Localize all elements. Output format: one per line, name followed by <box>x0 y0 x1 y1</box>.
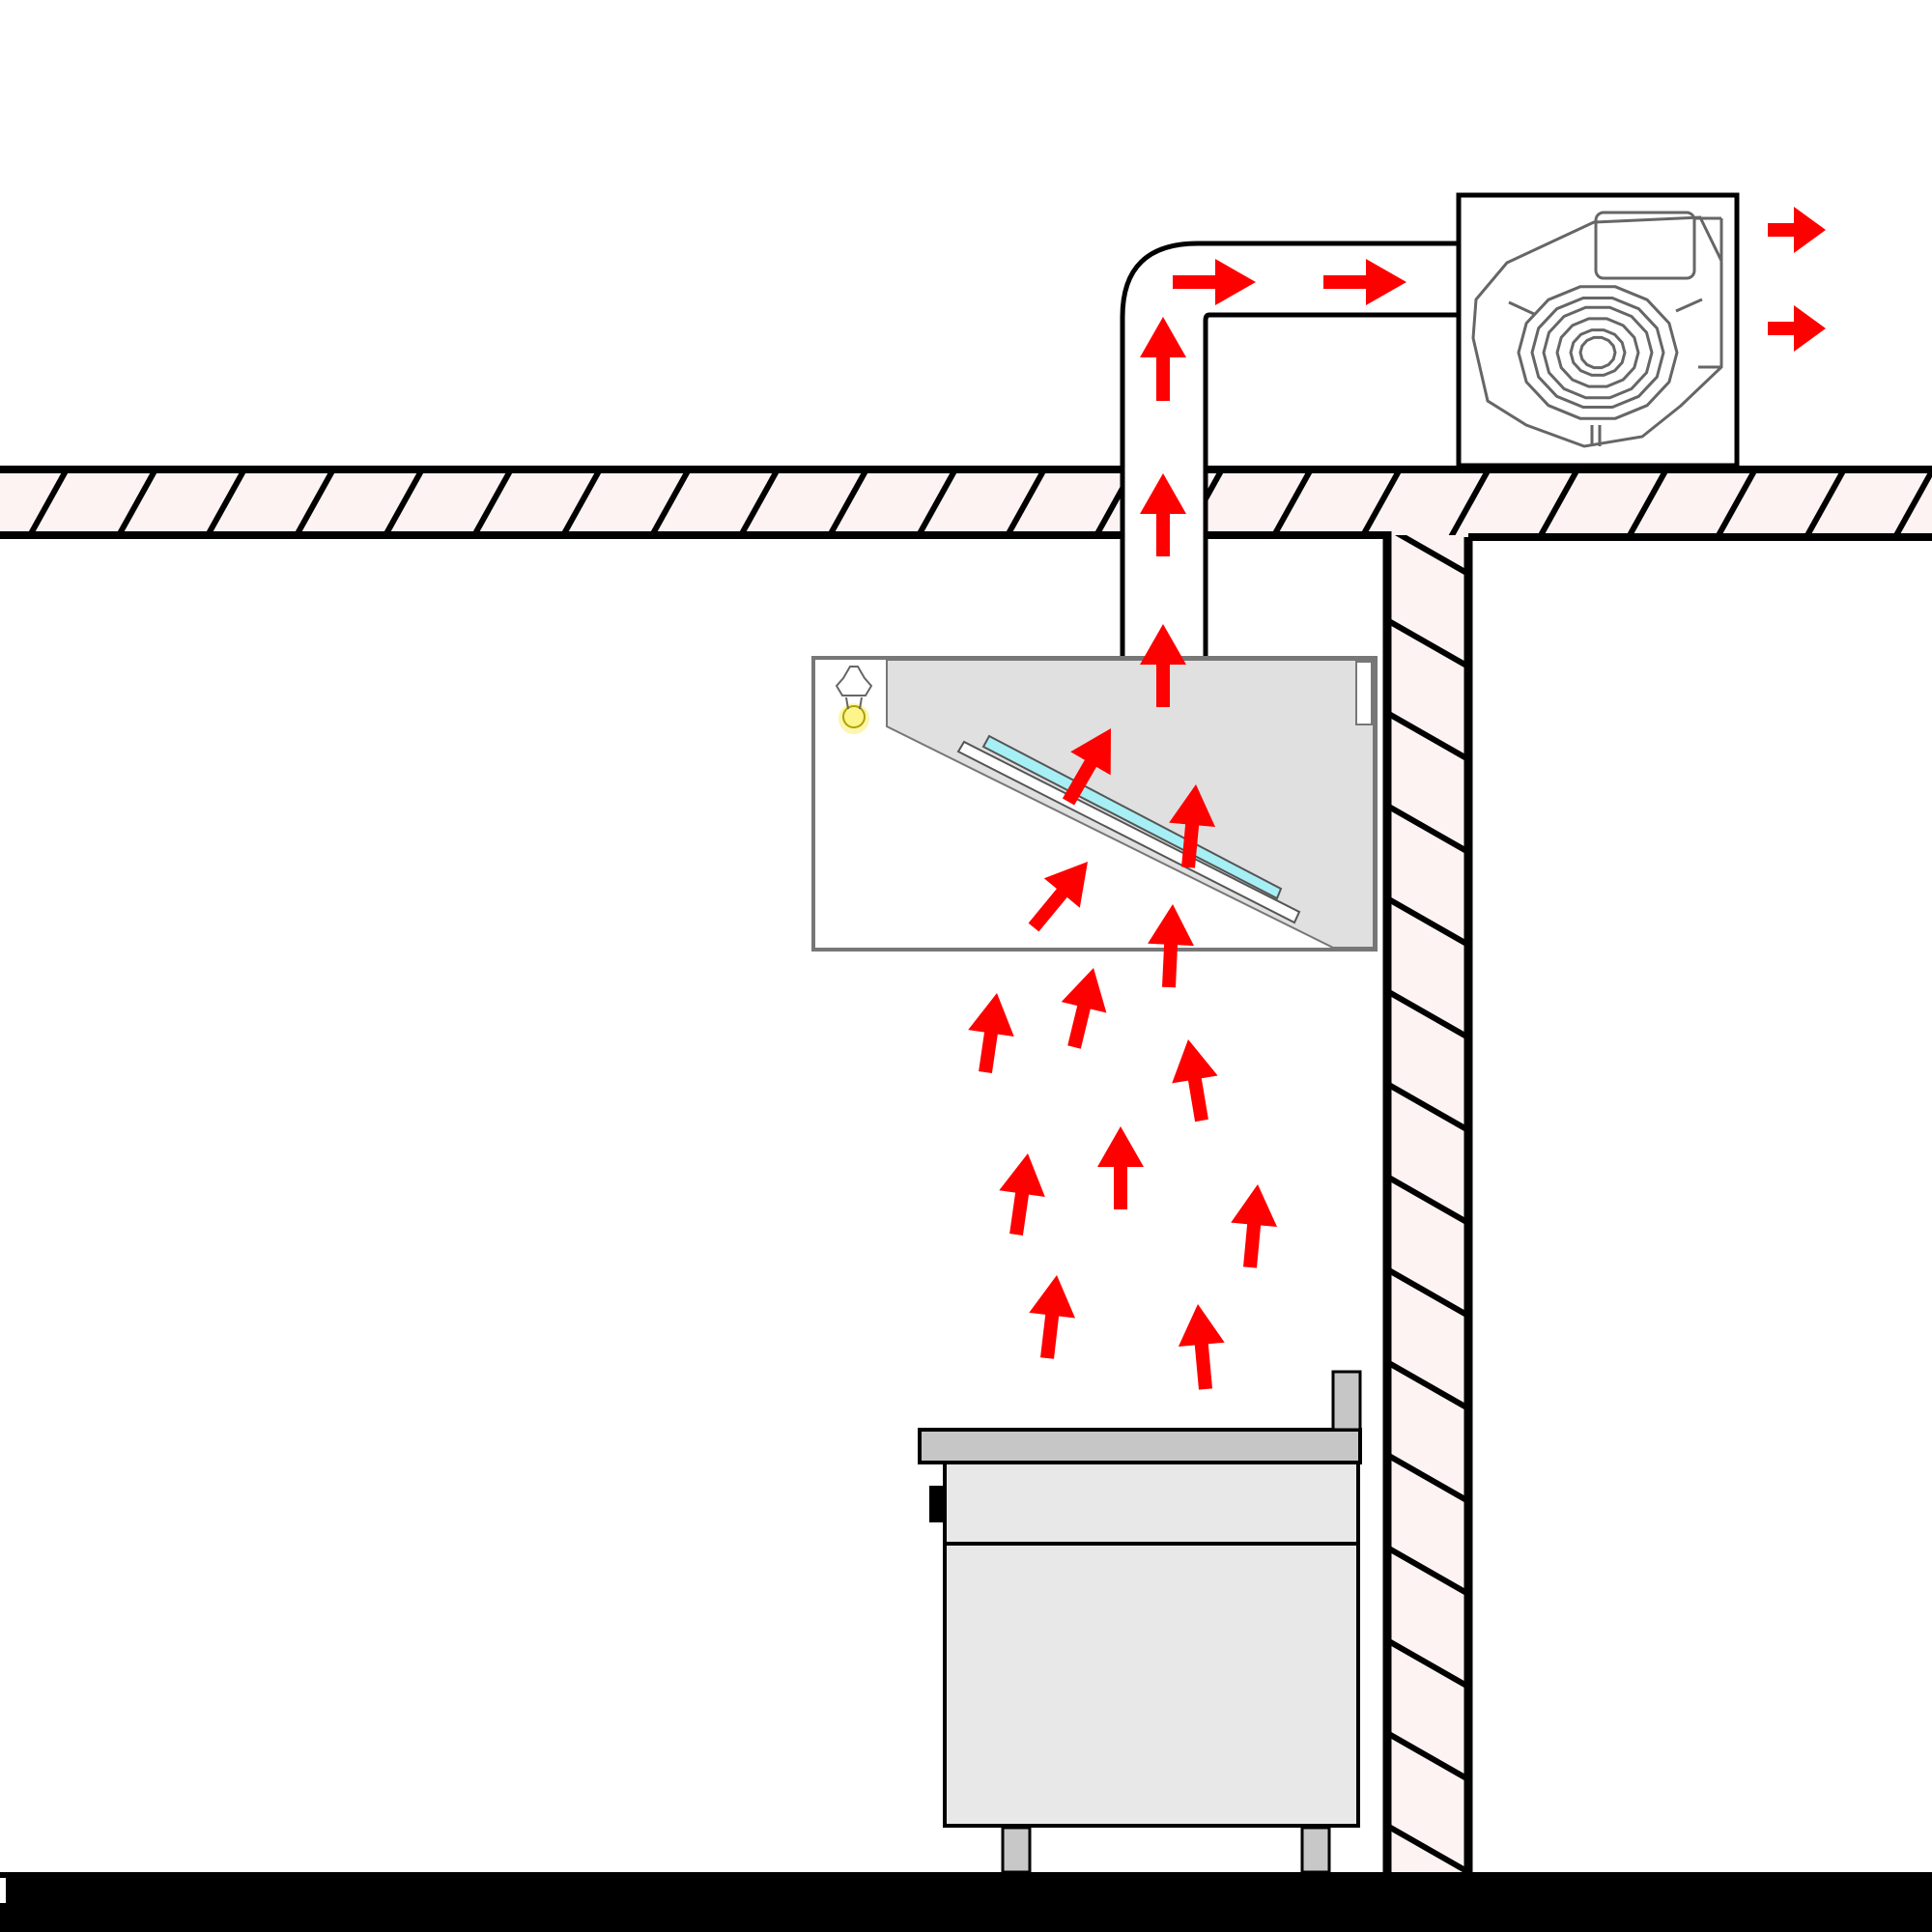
impeller-ring <box>1578 335 1617 370</box>
floor <box>0 1872 1932 1932</box>
airflow-arrow <box>1169 784 1215 868</box>
airflow-arrow <box>1140 624 1186 707</box>
hatch-line <box>1387 1081 1468 1133</box>
hatch-line <box>1394 535 1468 577</box>
floor-edge-mark <box>0 1878 6 1903</box>
ceiling-slab <box>0 466 1932 541</box>
airflow-arrow <box>968 993 1014 1073</box>
right-wall <box>1382 531 1473 1874</box>
airflow-arrow <box>1140 473 1186 556</box>
hatch-line <box>648 469 693 535</box>
hatch-line <box>1537 469 1581 535</box>
airflow-arrow <box>1029 1275 1075 1359</box>
hatch-line <box>1892 469 1932 535</box>
hatch-line <box>1387 1359 1468 1411</box>
airflow-arrow <box>1178 1304 1225 1390</box>
airflow-arrow <box>1062 728 1111 806</box>
hatch-line <box>1004 469 1048 535</box>
grease-filter <box>956 734 1301 924</box>
hatch-line <box>115 469 159 535</box>
hatch-line <box>1387 1545 1468 1597</box>
hatch-line <box>1387 1730 1468 1782</box>
hatch-line <box>1804 469 1848 535</box>
hatch-line <box>293 469 337 535</box>
hatch-line <box>204 469 248 535</box>
airflow-arrow <box>1140 317 1186 401</box>
airflow-arrow <box>1768 305 1826 352</box>
hatch-line <box>1387 803 1468 855</box>
hatch-line <box>1387 617 1468 669</box>
hatch-line <box>1387 1174 1468 1226</box>
lamp-icon <box>835 666 873 734</box>
airflow-arrows <box>968 207 1826 1390</box>
hatch-line <box>1626 469 1670 535</box>
airflow-arrow <box>1323 259 1406 305</box>
airflow-arrow <box>1231 1184 1277 1268</box>
hatch-line <box>26 469 71 535</box>
impeller-ring <box>1530 297 1665 409</box>
impeller-ring <box>1517 285 1679 420</box>
hatch-line <box>737 469 781 535</box>
hatch-line <box>1387 1637 1468 1690</box>
airflow-arrow <box>1097 1126 1144 1209</box>
hatch-line <box>1387 710 1468 762</box>
exhaust-duct <box>1120 241 1461 660</box>
cooking-range <box>918 1370 1362 1874</box>
wall-hatching <box>1387 535 1468 1872</box>
hatch-line <box>1387 988 1468 1040</box>
airflow-arrow <box>1148 904 1194 988</box>
airflow-arrow <box>999 1153 1045 1236</box>
exhaust-hood <box>811 656 1378 952</box>
airflow-arrow <box>1028 862 1088 932</box>
hatch-line <box>1387 1266 1468 1319</box>
airflow-arrow <box>1173 259 1256 305</box>
airflow-arrow <box>1172 1039 1218 1122</box>
hatch-line <box>1387 895 1468 948</box>
roof-exhaust-fan <box>1456 192 1740 469</box>
airflow-arrow <box>1768 207 1826 253</box>
hatch-line <box>1448 469 1492 535</box>
hatch-line <box>915 469 959 535</box>
hatch-line <box>559 469 604 535</box>
impeller-ring <box>1569 328 1627 377</box>
hatch-line <box>1270 469 1315 535</box>
hatch-line <box>382 469 426 535</box>
impeller-ring <box>1542 305 1654 400</box>
impeller-ring <box>1555 317 1640 388</box>
airflow-arrow <box>1061 968 1107 1049</box>
hatch-line <box>1387 1452 1468 1504</box>
fan-impeller <box>1517 285 1679 420</box>
hatch-line <box>1387 1823 1468 1872</box>
hatch-line <box>470 469 515 535</box>
hatch-line <box>826 469 870 535</box>
hatch-line <box>1359 469 1404 535</box>
fan-housing <box>1471 211 1723 448</box>
hatch-line <box>1715 469 1759 535</box>
